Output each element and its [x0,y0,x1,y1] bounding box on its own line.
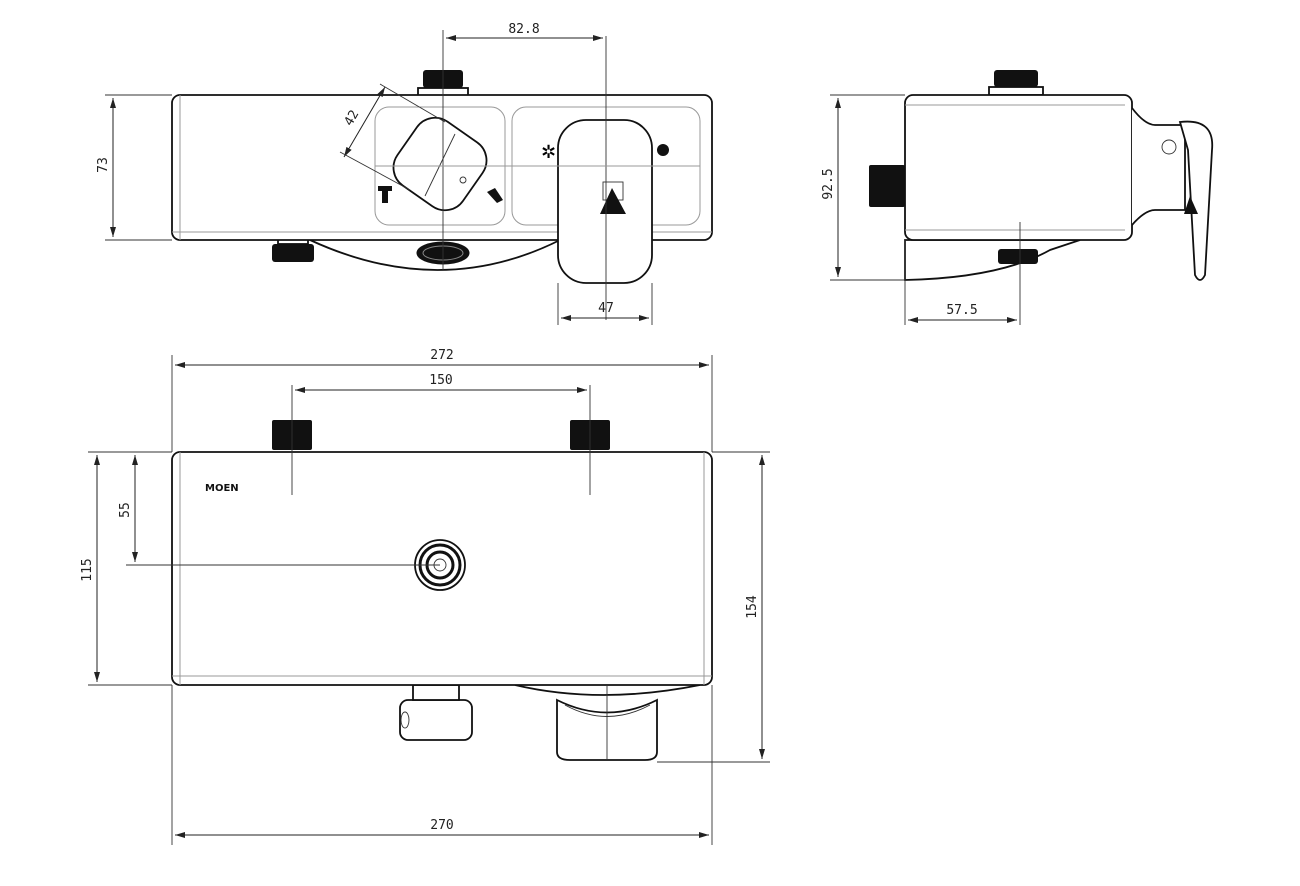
side-top-fitting [994,70,1038,87]
dim-154: 154 [745,595,760,619]
hot-icon [657,144,669,156]
side-body [904,94,1133,241]
top-belly [514,684,701,696]
top-view: MOEN 272 150 55 115 154 270 [80,348,770,845]
dim-55: 55 [118,502,133,518]
dim-73: 73 [96,157,111,173]
dim-47: 47 [598,301,614,316]
side-view: 92.5 57.5 [821,70,1214,325]
limit-icon-2 [487,188,503,203]
dim-57-5: 57.5 [946,303,977,318]
front-view: ✲ 82.8 73 47 42 [96,22,713,325]
flow-handle [557,119,653,284]
side-wall-thread [869,165,905,207]
dim-115: 115 [80,558,95,581]
bottom-fitting [272,244,314,262]
dim-270: 270 [430,818,453,833]
side-bottom-fitting [998,249,1038,264]
dim-92-5: 92.5 [821,168,836,199]
dim-150: 150 [429,373,452,388]
side-belly [904,239,1081,281]
top-knob [399,699,473,741]
dim-42: 42 [342,108,363,129]
dim-82-8: 82.8 [508,22,539,37]
side-handle [1178,120,1214,281]
dim-272: 272 [430,348,453,363]
brand-logo: MOEN [205,483,239,494]
limit-icon [378,186,392,203]
flow-icon [600,188,626,214]
cold-icon: ✲ [541,142,556,163]
